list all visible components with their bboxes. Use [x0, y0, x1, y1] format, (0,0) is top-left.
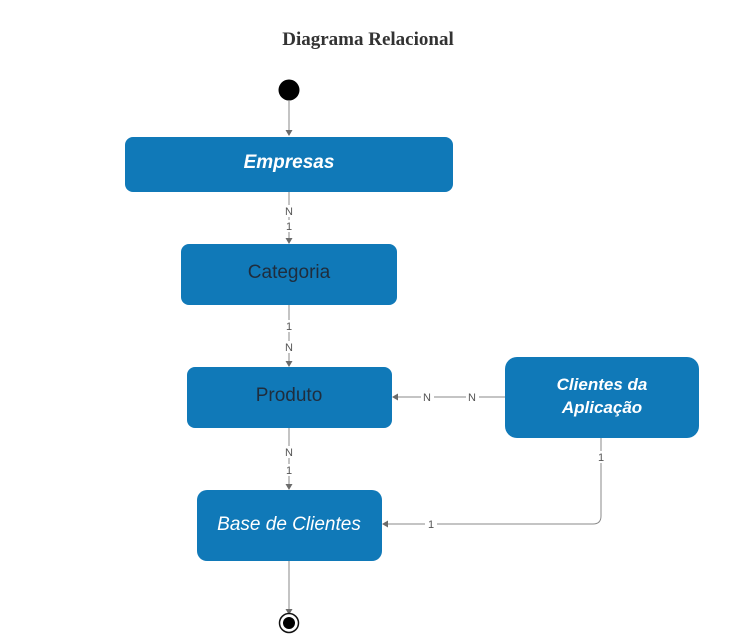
node-categoria-label: Categoria [248, 262, 331, 283]
mult-produto-clientes-left: N [423, 392, 431, 404]
mult-produto-base-top: N [285, 447, 293, 459]
mult-empresas-categoria-top: N [285, 206, 293, 218]
node-clientes-aplicacao[interactable]: Clientes da Aplicação [505, 357, 699, 438]
node-empresas[interactable]: Empresas [125, 137, 453, 192]
page-title: Diagrama Relacional [282, 29, 454, 50]
arrowhead-empresas [285, 130, 293, 136]
node-produto-label: Produto [256, 385, 323, 406]
node-base-clientes-label: Base de Clientes [217, 514, 361, 535]
node-clientes-aplicacao-line2: Aplicação [561, 398, 642, 417]
mult-categoria-produto-top: 1 [286, 321, 292, 333]
mult-produto-base-bottom: 1 [286, 465, 292, 477]
node-clientes-aplicacao-line1: Clientes da [557, 375, 648, 394]
arrowhead-base [285, 484, 293, 490]
mult-categoria-produto-bottom: N [285, 342, 293, 354]
mult-clientes-base-top: 1 [598, 452, 604, 464]
node-empresas-label: Empresas [244, 152, 335, 173]
mult-clientes-base-bottom: 1 [428, 519, 434, 531]
node-produto[interactable]: Produto [187, 367, 392, 428]
edge-clientes-base [388, 438, 602, 525]
node-categoria[interactable]: Categoria [181, 244, 397, 305]
arrowhead-produto [285, 361, 293, 367]
end-node-core [283, 617, 295, 629]
arrowhead-end [285, 609, 293, 615]
arrowhead-base-right [382, 520, 388, 528]
mult-empresas-categoria-bottom: 1 [286, 221, 292, 233]
mult-produto-clientes-right: N [468, 392, 476, 404]
arrowhead-categoria [285, 238, 293, 244]
start-node[interactable] [278, 79, 300, 101]
arrowhead-produto-left [392, 393, 398, 401]
node-base-clientes[interactable]: Base de Clientes [197, 490, 382, 561]
